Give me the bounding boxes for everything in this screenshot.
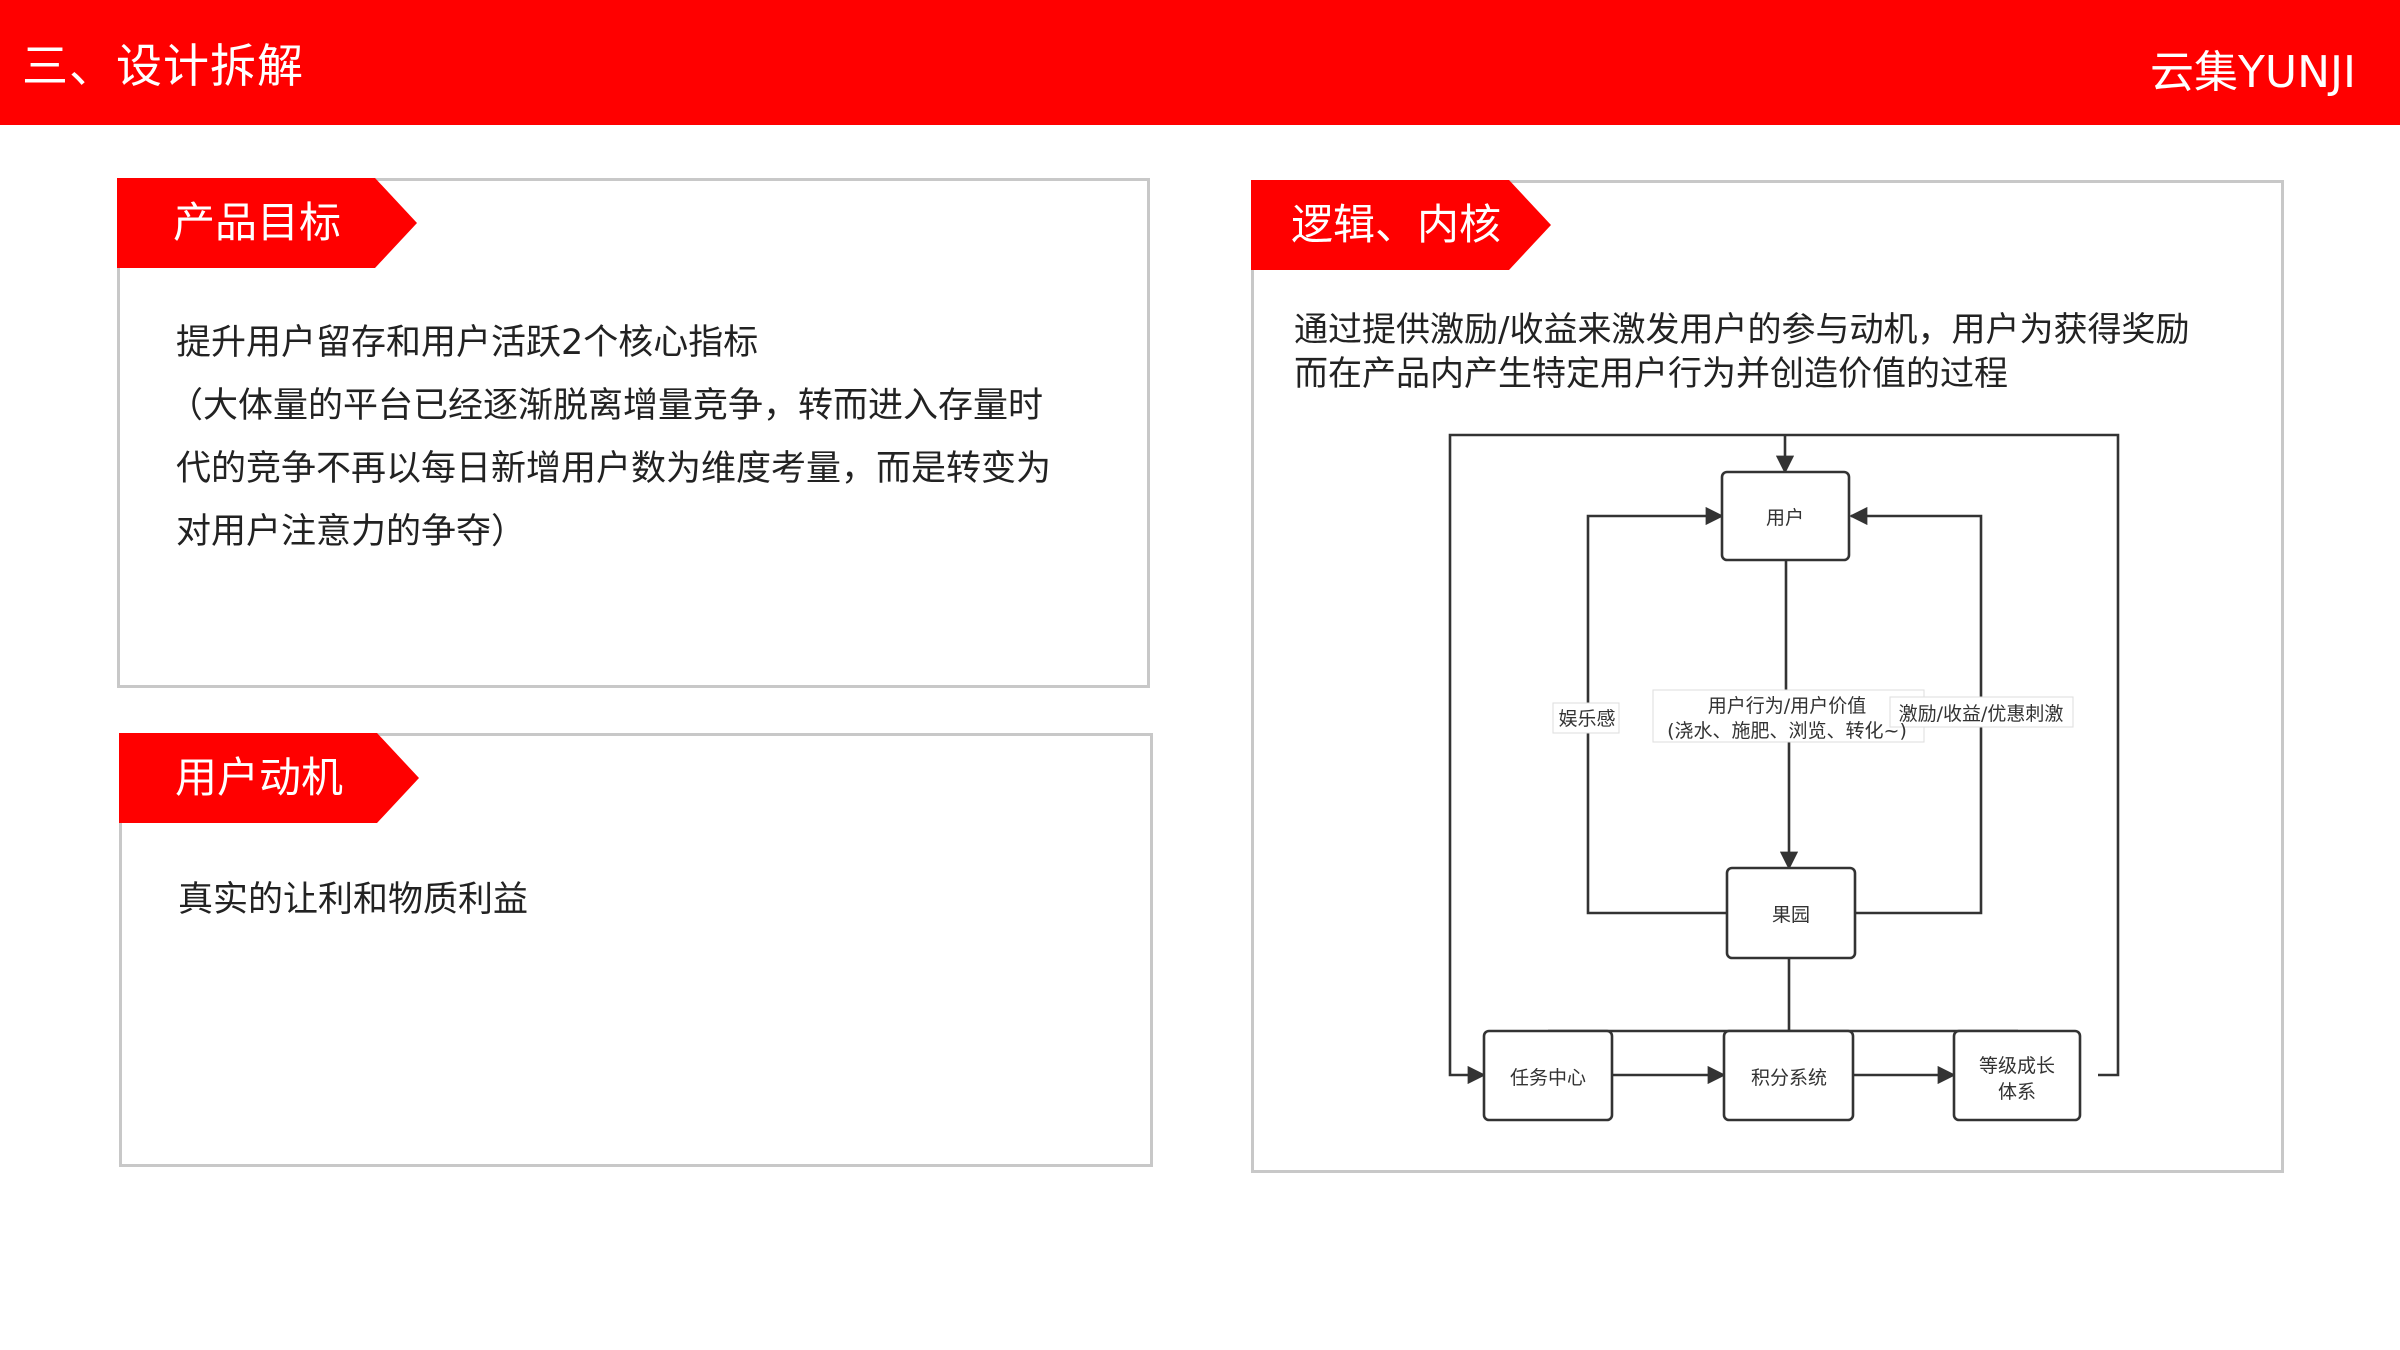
node-points-label: 积分系统 xyxy=(1751,1067,1827,1089)
goal-tag: 产品目标 xyxy=(117,178,417,268)
motive-tag: 用户动机 xyxy=(119,733,419,823)
goal-panel: 产品目标 提升用户留存和用户活跃2个核心指标 （大体量的平台已经逐渐脱离增量竞争… xyxy=(117,178,1150,688)
goal-line: 代的竞争不再以每日新增用户数为维度考量，而是转变为 xyxy=(176,449,1052,489)
motive-panel: 用户动机 真实的让利和物质利益 xyxy=(119,733,1153,1167)
node-orchard xyxy=(1725,866,1857,960)
behavior-label-1: 用户行为/用户价值 xyxy=(1708,695,1866,717)
node-task-label: 任务中心 xyxy=(1510,1067,1586,1089)
node-level xyxy=(1952,1029,2082,1122)
behavior-label-2: (浇水、施肥、浏览、转化~) xyxy=(1667,720,1907,742)
brand-logo-text: 云集YUNJI xyxy=(2150,47,2356,98)
incentive-label: 激励/收益/优惠刺激 xyxy=(1899,703,2064,725)
node-user xyxy=(1720,470,1851,562)
logic-tag: 逻辑、内核 xyxy=(1251,180,1551,270)
header-bar: 三、设计拆解 云集YUNJI xyxy=(0,0,2400,125)
node-level-label-2: 体系 xyxy=(1998,1081,2036,1103)
node-orchard-label: 果园 xyxy=(1772,904,1810,926)
user-behavior-edge xyxy=(1786,560,1789,868)
node-task xyxy=(1482,1029,1614,1122)
logic-panel: 逻辑、内核 通过提供激励/收益来激发用户的参与动机，用户为获得奖励 而在产品内产… xyxy=(1251,180,2284,1173)
fun-label: 娱乐感 xyxy=(1558,708,1615,730)
logic-desc-line: 通过提供激励/收益来激发用户的参与动机，用户为获得奖励 xyxy=(1294,310,2190,350)
goal-line: 对用户注意力的争夺） xyxy=(176,512,527,552)
node-points xyxy=(1722,1029,1855,1122)
motive-text: 真实的让利和物质利益 xyxy=(178,880,529,920)
logic-description: 通过提供激励/收益来激发用户的参与动机，用户为获得奖励 而在产品内产生特定用户行… xyxy=(1294,308,2274,396)
node-user-label: 用户 xyxy=(1766,507,1804,529)
section-title: 三、设计拆解 xyxy=(22,39,304,93)
goal-text: 提升用户留存和用户活跃2个核心指标 （大体量的平台已经逐渐脱离增量竞争，转而进入… xyxy=(168,312,1136,564)
logic-desc-line: 而在产品内产生特定用户行为并创造价值的过程 xyxy=(1294,354,2008,394)
goal-line: 提升用户留存和用户活跃2个核心指标 xyxy=(176,323,759,363)
node-level-label-1: 等级成长 xyxy=(1979,1055,2055,1077)
goal-line: （大体量的平台已经逐渐脱离增量竞争，转而进入存量时 xyxy=(168,386,1044,426)
orchard-bus-edge xyxy=(1546,958,2020,1033)
